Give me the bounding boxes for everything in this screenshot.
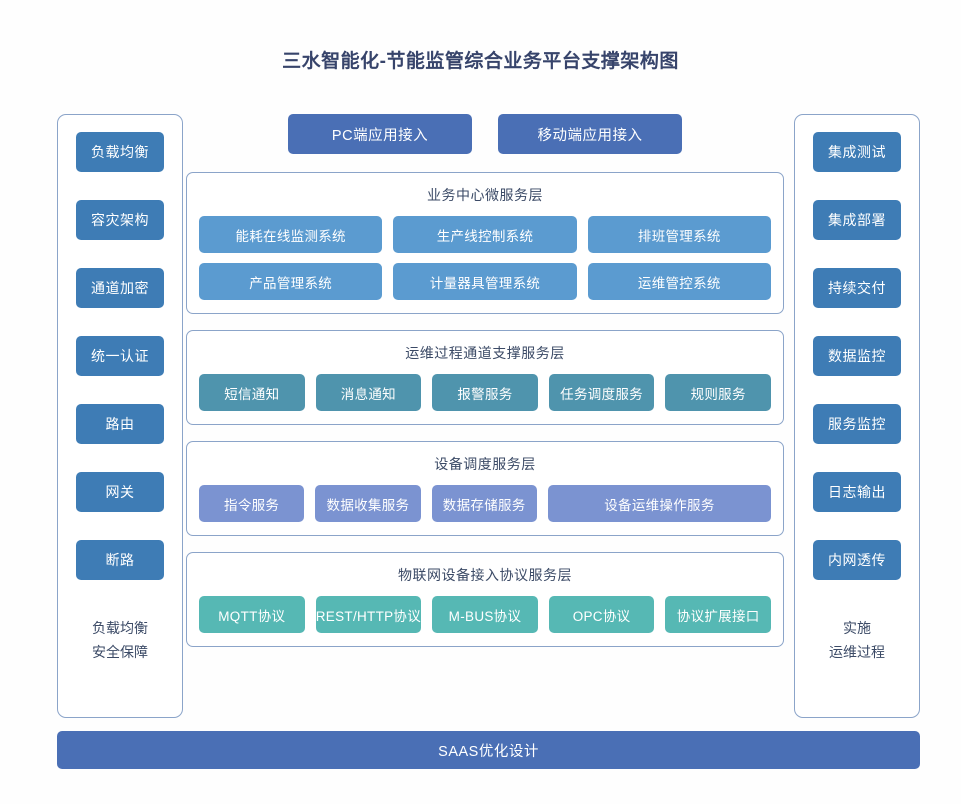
layer-business-microservices: 业务中心微服务层 能耗在线监测系统 生产线控制系统 排班管理系统 产品管理系统 … [186,172,784,314]
access-button-mobile[interactable]: 移动端应用接入 [498,114,682,154]
layer-row: 短信通知 消息通知 报警服务 任务调度服务 规则服务 [199,374,771,411]
sidebar-item-log-output[interactable]: 日志输出 [813,472,901,512]
layer-title-ops-support: 运维过程通道支撑服务层 [405,345,565,361]
service-ops-control[interactable]: 运维管控系统 [587,263,771,300]
center-stack: PC端应用接入 移动端应用接入 业务中心微服务层 能耗在线监测系统 生产线控制系… [186,114,784,663]
layer-title-device-scheduling: 设备调度服务层 [434,456,536,472]
protocol-opc[interactable]: OPC协议 [548,596,655,633]
page-title: 三水智能化-节能监管综合业务平台支撑架构图 [282,51,679,72]
service-product-management[interactable]: 产品管理系统 [199,263,383,300]
right-panel-footer-line2: 运维过程 [829,644,885,660]
left-panel-footer-line2: 安全保障 [92,644,148,660]
right-panel-footer-line1: 实施 [843,620,871,636]
application-access-row: PC端应用接入 移动端应用接入 [186,114,784,154]
service-alarm[interactable]: 报警服务 [432,374,538,411]
protocol-extension-interface[interactable]: 协议扩展接口 [665,596,771,633]
layer-row: 指令服务 数据收集服务 数据存储服务 设备运维操作服务 [199,485,772,522]
service-shift-management[interactable]: 排班管理系统 [587,216,771,253]
service-production-line-control[interactable]: 生产线控制系统 [393,216,577,253]
layer-row: 产品管理系统 计量器具管理系统 运维管控系统 [199,263,771,300]
service-data-storage[interactable]: 数据存储服务 [431,485,537,522]
service-command[interactable]: 指令服务 [199,485,305,522]
right-devops-panel: 集成测试 集成部署 持续交付 数据监控 服务监控 日志输出 内网透传 实施 运维… [794,114,920,718]
sidebar-item-continuous-delivery[interactable]: 持续交付 [813,268,901,308]
layer-title-iot-protocol: 物联网设备接入协议服务层 [398,567,572,583]
service-energy-monitoring[interactable]: 能耗在线监测系统 [199,216,383,253]
sidebar-item-disaster-recovery[interactable]: 容灾架构 [76,200,164,240]
protocol-rest-http[interactable]: REST/HTTP协议 [315,596,422,633]
layer-device-scheduling: 设备调度服务层 指令服务 数据收集服务 数据存储服务 设备运维操作服务 [186,441,784,536]
service-sms-notification[interactable]: 短信通知 [199,374,305,411]
sidebar-item-channel-encryption[interactable]: 通道加密 [76,268,164,308]
sidebar-item-unified-auth[interactable]: 统一认证 [76,336,164,376]
access-button-pc[interactable]: PC端应用接入 [288,114,472,154]
sidebar-item-intranet-tunnel[interactable]: 内网透传 [813,540,901,580]
service-rules[interactable]: 规则服务 [665,374,771,411]
left-panel-footer: 负载均衡 安全保障 [92,616,148,664]
service-device-ops-operation[interactable]: 设备运维操作服务 [547,485,772,522]
sidebar-item-circuit-breaker[interactable]: 断路 [76,540,164,580]
protocol-mqtt[interactable]: MQTT协议 [199,596,305,633]
sidebar-item-data-monitoring[interactable]: 数据监控 [813,336,901,376]
sidebar-item-integration-test[interactable]: 集成测试 [813,132,901,172]
sidebar-item-service-monitoring[interactable]: 服务监控 [813,404,901,444]
service-metering-device-management[interactable]: 计量器具管理系统 [393,263,577,300]
left-capability-panel: 负载均衡 容灾架构 通道加密 统一认证 路由 网关 断路 负载均衡 安全保障 [57,114,183,718]
left-panel-footer-line1: 负载均衡 [92,620,148,636]
service-task-scheduling[interactable]: 任务调度服务 [548,374,655,411]
sidebar-item-routing[interactable]: 路由 [76,404,164,444]
layer-title-business: 业务中心微服务层 [427,187,543,203]
right-panel-footer: 实施 运维过程 [829,616,885,664]
service-message-notification[interactable]: 消息通知 [315,374,422,411]
service-data-collection[interactable]: 数据收集服务 [315,485,421,522]
layer-ops-channel-support: 运维过程通道支撑服务层 短信通知 消息通知 报警服务 任务调度服务 规则服务 [186,330,784,425]
sidebar-item-load-balance[interactable]: 负载均衡 [76,132,164,172]
saas-optimization-bar[interactable]: SAAS优化设计 [57,731,920,769]
protocol-mbus[interactable]: M-BUS协议 [432,596,538,633]
sidebar-item-gateway[interactable]: 网关 [76,472,164,512]
layer-row: MQTT协议 REST/HTTP协议 M-BUS协议 OPC协议 协议扩展接口 [199,596,771,633]
sidebar-item-integration-deploy[interactable]: 集成部署 [813,200,901,240]
layer-row: 能耗在线监测系统 生产线控制系统 排班管理系统 [199,216,771,253]
layer-iot-protocol: 物联网设备接入协议服务层 MQTT协议 REST/HTTP协议 M-BUS协议 … [186,552,784,647]
